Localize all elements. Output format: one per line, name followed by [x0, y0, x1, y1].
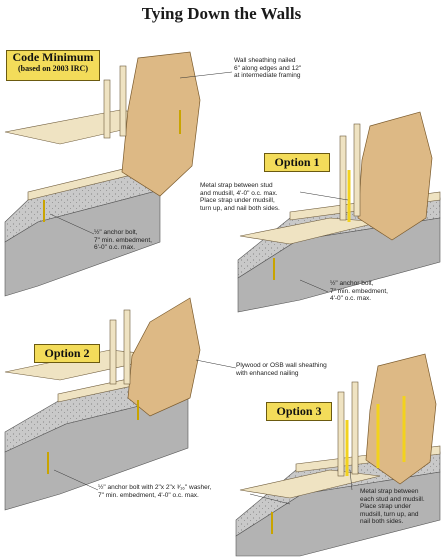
note-anchor-bolt-washer: ½" anchor bolt with 2"x 2"x ³⁄₁₆" washer…: [98, 484, 212, 499]
stud: [353, 123, 361, 217]
badge-option-1: Option 1: [264, 153, 330, 172]
panel-option-2: [4, 297, 237, 511]
wall-sheathing: [357, 111, 433, 241]
stud: [337, 391, 345, 477]
wall-sheathing: [365, 353, 437, 485]
stud: [351, 381, 359, 475]
stud: [109, 319, 117, 385]
badge-option-3: Option 3: [266, 402, 332, 421]
panel-option-3: [235, 353, 441, 557]
foundation-wall: [4, 393, 189, 511]
foundation-wall: [4, 189, 161, 297]
leader-line: [299, 191, 349, 201]
badge-code-minimum: Code Minimum (based on 2003 IRC): [6, 50, 100, 81]
badge-option-2: Option 2: [34, 344, 100, 363]
badge-option-2-label: Option 2: [44, 346, 90, 360]
note-strap-option-1: Metal strap between stud and mudsill, 4'…: [200, 182, 280, 212]
leader-line: [195, 359, 237, 369]
badge-option-3-label: Option 3: [276, 404, 322, 418]
page-title: Tying Down the Walls: [141, 4, 302, 23]
floor-deck: [239, 469, 381, 499]
note-sheathing: Wall sheathing nailed 6" along edges and…: [234, 57, 302, 80]
note-plywood-osb: Plywood or OSB wall sheathing with enhan…: [236, 362, 327, 377]
leader-line: [179, 71, 233, 79]
stud: [119, 65, 127, 137]
badge-code-minimum-sub: (based on 2003 IRC): [17, 64, 88, 73]
badge-option-1-label: Option 1: [274, 155, 320, 169]
note-strap-option-3: Metal strap between each stud and mudsil…: [360, 488, 425, 526]
badge-code-minimum-label: Code Minimum: [12, 50, 94, 64]
leader-line: [249, 493, 291, 505]
note-anchor-bolt-min: ½" anchor bolt, 7" min. embedment, 6'-0"…: [94, 229, 152, 252]
leader-line: [349, 469, 353, 491]
panel-option-1: [237, 111, 441, 313]
note-anchor-bolt-option-1: ½" anchor bolt, 7" min. embedment, 4'-0"…: [330, 280, 388, 303]
stud: [339, 135, 347, 221]
wall-sheathing: [121, 51, 201, 197]
leader-line: [53, 469, 99, 491]
leader-line: [299, 279, 329, 293]
wall-sheathing: [127, 297, 201, 417]
stud: [123, 309, 131, 385]
panel-code-minimum: [4, 51, 233, 297]
stud: [103, 79, 111, 139]
leader-line: [49, 213, 95, 235]
